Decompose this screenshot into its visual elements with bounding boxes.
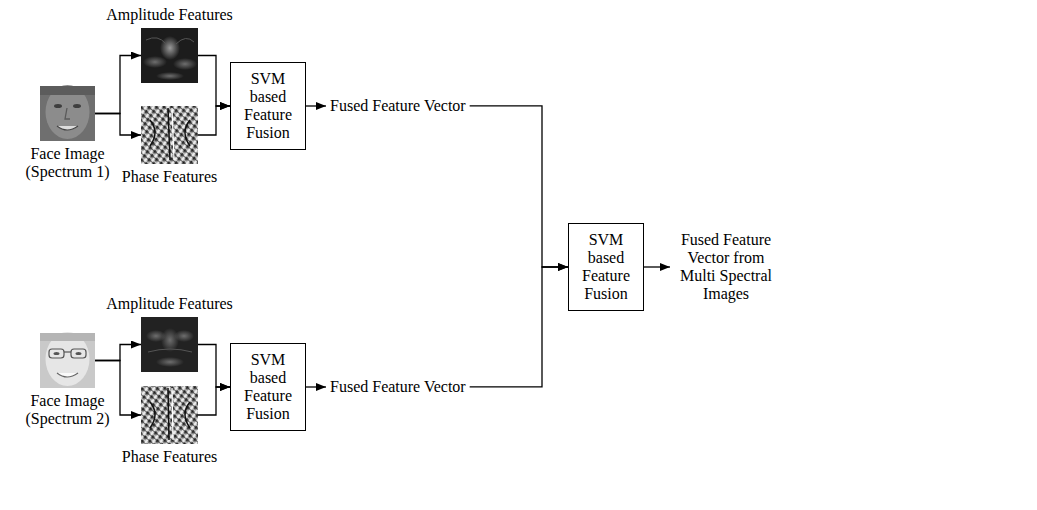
- output-text: Fused Feature Vector: [326, 378, 470, 396]
- arrow-connector: [198, 56, 230, 107]
- image-caption: Phase Features: [85, 168, 255, 186]
- arrow-connector: [95, 114, 141, 136]
- output-text: Fused Feature Vector from Multi Spectral…: [670, 231, 782, 303]
- arrow-connector: [198, 106, 230, 135]
- node-label: SVM based Feature Fusion: [238, 70, 298, 142]
- arrow-connector: [306, 105, 326, 106]
- node-label: Fused Feature Vector from Multi Spectral…: [674, 231, 778, 303]
- phase-feature-image: [141, 106, 198, 164]
- node-label: Fused Feature Vector: [330, 378, 466, 396]
- image-caption: Phase Features: [85, 448, 255, 466]
- arrow-connector: [470, 106, 568, 267]
- feature-image-node: Amplitude Features: [141, 317, 198, 372]
- output-text: Fused Feature Vector: [326, 97, 470, 115]
- image-caption: Amplitude Features: [85, 6, 255, 24]
- node-label: Fused Feature Vector: [330, 97, 466, 115]
- feature-image-node: Phase Features: [141, 386, 198, 444]
- node-label: SVM based Feature Fusion: [238, 351, 298, 423]
- face-image: [40, 85, 95, 141]
- image-caption: Face Image (Spectrum 2): [20, 392, 116, 428]
- arrow-connector: [644, 266, 670, 267]
- arrow-connector: [470, 267, 568, 387]
- arrow-connector: [95, 345, 141, 361]
- feature-image-node: Amplitude Features: [141, 28, 198, 83]
- arrow-connector: [198, 387, 230, 415]
- process-box: SVM based Feature Fusion: [230, 62, 306, 150]
- face-image-node: Face Image (Spectrum 1): [40, 86, 95, 141]
- image-caption: Amplitude Features: [85, 295, 255, 313]
- phase-feature-image: [141, 386, 198, 444]
- node-label: SVM based Feature Fusion: [576, 231, 636, 303]
- feature-image-node: Phase Features: [141, 106, 198, 164]
- amplitude-feature-image: [141, 317, 198, 372]
- amplitude-feature-image: [141, 28, 198, 83]
- arrow-connector: [95, 56, 141, 114]
- face-image: [40, 332, 95, 388]
- image-caption: Face Image (Spectrum 1): [20, 145, 116, 181]
- face-image-node: Face Image (Spectrum 2): [40, 333, 95, 388]
- arrow-connector: [198, 345, 230, 388]
- process-box: SVM based Feature Fusion: [568, 223, 644, 311]
- arrow-connector: [306, 386, 326, 387]
- process-box: SVM based Feature Fusion: [230, 343, 306, 431]
